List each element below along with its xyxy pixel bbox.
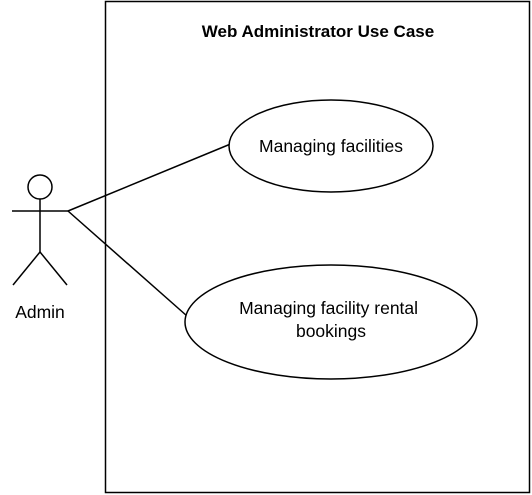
use-case-2-line-1: Managing facility rental [239, 298, 418, 318]
use-case-2-line-2: bookings [296, 321, 366, 341]
use-case-managing-facilities-label: Managing facilities [259, 136, 403, 156]
system-boundary [104, 0, 531, 494]
actor-right-leg [39, 251, 68, 286]
association-line-managing-facilities [67, 142, 234, 212]
actor-head [27, 174, 53, 200]
use-case-managing-bookings-label: Managing facility rental bookings [239, 298, 423, 341]
system-title: Web Administrator Use Case [202, 22, 434, 41]
association-line-managing-bookings [67, 210, 188, 317]
use-case-1-line-1: Managing facilities [259, 136, 403, 156]
actor-left-leg [12, 251, 41, 286]
use-case-managing-facilities [228, 99, 434, 193]
actor-admin [12, 174, 68, 286]
actor-label: Admin [15, 302, 65, 322]
use-case-managing-bookings [184, 264, 478, 380]
